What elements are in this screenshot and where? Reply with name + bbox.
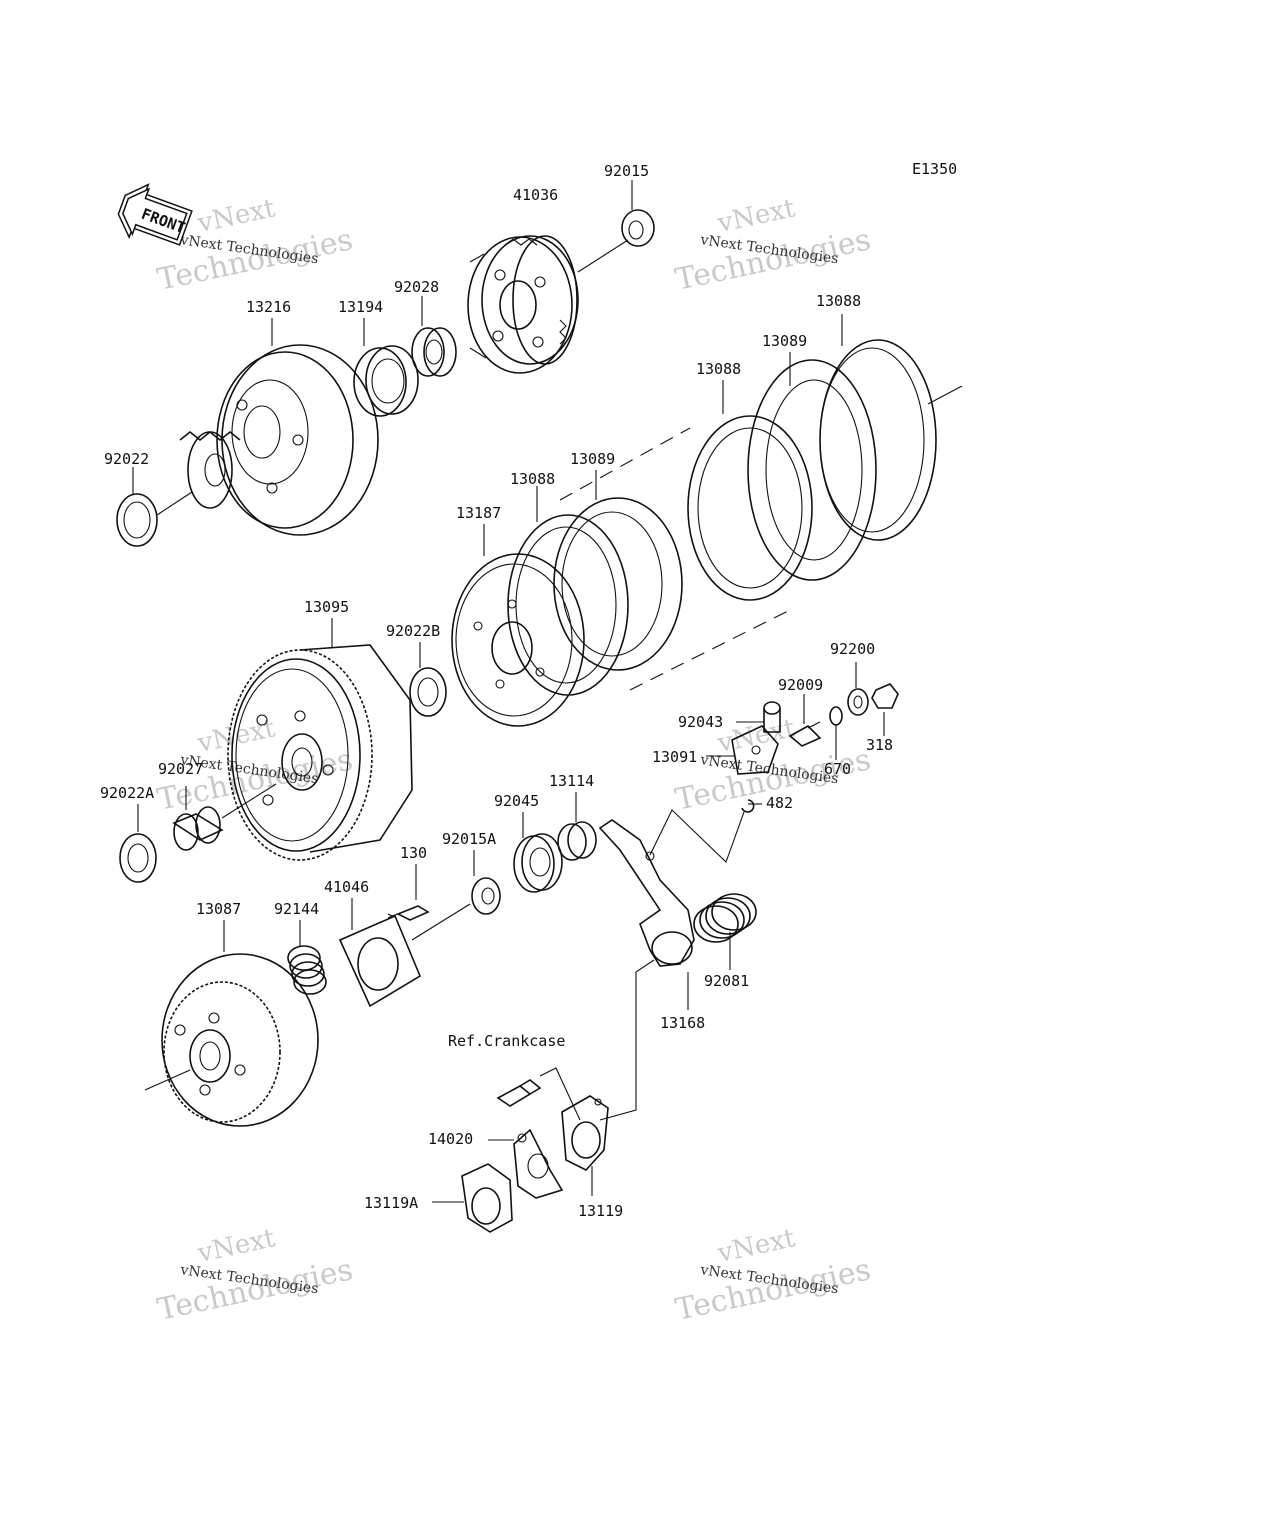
part-labels: 92015 41036 13216 13194 92028 13088 1308…: [100, 162, 893, 1220]
part-13091-bracket: [731, 725, 779, 775]
label-13119A: 13119A: [364, 1194, 418, 1212]
part-92045-ball-bearing: [513, 833, 563, 893]
label-92022: 92022: [104, 450, 149, 468]
watermark-line1: vNext: [714, 1223, 798, 1269]
label-13089-top: 13089: [762, 332, 807, 350]
diagram-code: E1350: [912, 160, 957, 178]
part-92028-collar: [411, 327, 457, 377]
part-92015-nut: [621, 209, 655, 247]
part-13119A-cam: [461, 1163, 513, 1233]
part-92081-spring: [693, 893, 757, 943]
label-92015: 92015: [604, 162, 649, 180]
label-41046: 41046: [324, 878, 369, 896]
label-318: 318: [866, 736, 893, 754]
part-41036-clutch-shoe-assembly: [467, 235, 579, 374]
label-13114: 13114: [549, 772, 594, 790]
label-92022B: 92022B: [386, 622, 440, 640]
watermark-bottom-right: vNext Technologies vNext Technologies: [672, 1223, 873, 1328]
watermark-mid-left: vNext Technologies vNext Technologies: [154, 713, 355, 818]
label-13194: 13194: [338, 298, 383, 316]
watermark-line1: vNext: [194, 1223, 278, 1269]
part-13119-cam: [561, 1095, 609, 1171]
label-92081: 92081: [704, 972, 749, 990]
part-13114-collar: [557, 821, 597, 861]
part-318-nut: [871, 683, 899, 709]
part-13089-steel-plate-top: [747, 359, 877, 581]
watermark-line1: vNext: [714, 193, 798, 239]
watermark-bottom-left: vNext Technologies vNext Technologies: [154, 1223, 355, 1328]
label-13089-low: 13089: [570, 450, 615, 468]
part-13187-pressure-plate: [451, 553, 585, 727]
part-14020-plate: [513, 1128, 564, 1199]
label-92043: 92043: [678, 713, 723, 731]
part-41046-plate: [338, 914, 422, 1008]
label-13088-mid: 13088: [696, 360, 741, 378]
part-92022-washer: [116, 493, 158, 547]
label-13088-top: 13088: [816, 292, 861, 310]
part-ref-crankcase-pin: [496, 1079, 542, 1107]
label-92028: 92028: [394, 278, 439, 296]
label-13216: 13216: [246, 298, 291, 316]
label-14020: 14020: [428, 1130, 473, 1148]
part-670-o-ring: [829, 706, 843, 726]
part-13095-clutch-hub: [227, 644, 413, 861]
watermark-line1: vNext: [194, 193, 278, 239]
part-13168-release-lever: [598, 819, 695, 967]
part-13216-clutch-housing: [179, 344, 379, 536]
label-92015A: 92015A: [442, 830, 496, 848]
part-92200-washer: [847, 688, 869, 716]
label-13119: 13119: [578, 1202, 623, 1220]
label-13087: 13087: [196, 900, 241, 918]
part-130-bolt: [387, 905, 430, 921]
part-13088-friction-plate-mid: [687, 415, 813, 601]
label-92045: 92045: [494, 792, 539, 810]
label-92009: 92009: [778, 676, 823, 694]
part-13087-clutch-drum: [161, 953, 319, 1127]
label-92144: 92144: [274, 900, 319, 918]
part-13194-needle-bearing: [353, 345, 419, 417]
part-13089-steel-plate-low: [553, 497, 683, 671]
part-13088-friction-plate-top: [819, 339, 937, 541]
watermark-line1: vNext: [714, 713, 798, 759]
part-92043-pin: [763, 701, 781, 733]
label-13187: 13187: [456, 504, 501, 522]
reference-note: Ref.Crankcase: [448, 1032, 565, 1050]
part-92009-screw: [788, 721, 822, 747]
part-92144-spring: [287, 945, 327, 995]
part-92022B-washer: [409, 667, 447, 717]
label-13168: 13168: [660, 1014, 705, 1032]
label-92200: 92200: [830, 640, 875, 658]
part-92015A-nut: [471, 877, 501, 915]
watermark-top-right: vNext Technologies vNext Technologies: [672, 193, 873, 298]
label-92022A: 92022A: [100, 784, 154, 802]
front-arrow-icon: FRONT: [117, 183, 193, 246]
label-130: 130: [400, 844, 427, 862]
label-13088-low: 13088: [510, 470, 555, 488]
label-670: 670: [824, 760, 851, 778]
part-92022A-washer: [119, 833, 157, 883]
part-92027-sleeve: [172, 806, 224, 851]
label-92027: 92027: [158, 760, 203, 778]
label-41036: 41036: [513, 186, 558, 204]
part-482-circlip: [741, 799, 755, 813]
label-13091: 13091: [652, 748, 697, 766]
label-13095: 13095: [304, 598, 349, 616]
label-482: 482: [766, 794, 793, 812]
